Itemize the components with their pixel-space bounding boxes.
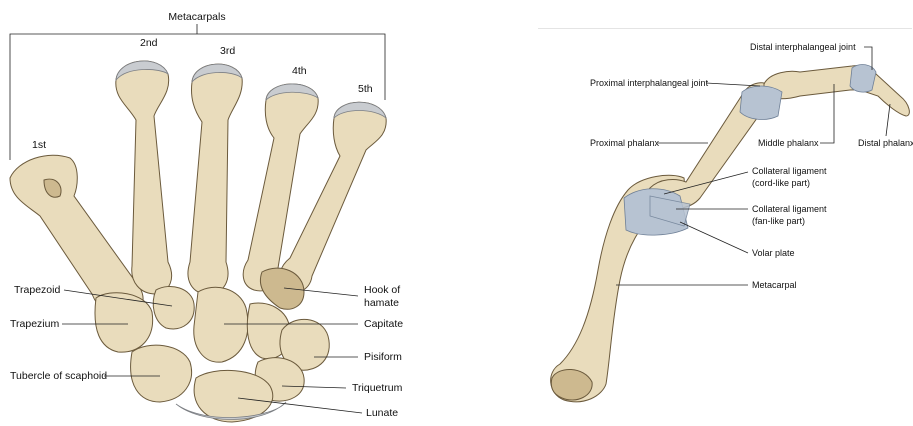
distal-phalanx-leader [886,104,890,136]
pip-collateral-ligament [740,86,782,119]
lunate-label: Lunate [366,407,398,419]
triquetrum-label: Triquetrum [352,382,403,394]
trapezium-label: Trapezium [10,318,59,330]
metacarpal-label: Metacarpal [752,280,797,290]
left-panel-hand-bones: Metacarpals 1st 2nd 3rd 4th 5th [10,11,403,422]
metacarpals-label: Metacarpals [168,11,225,23]
proximal-phalanx-label: Proximal phalanx [590,138,660,148]
collateral-ligament-fan-label-line1: Collateral ligament [752,204,827,214]
right-panel-frame [538,28,912,29]
tubercle-of-scaphoid-label: Tubercle of scaphoid [10,370,107,382]
hook-of-hamate-label-line2: hamate [364,297,399,309]
digit-3rd-label: 3rd [220,45,235,57]
right-panel-finger: Distal interphalangeal joint Proximal in… [538,28,913,402]
volar-plate-label: Volar plate [752,248,795,258]
collateral-ligament-cord-label-line1: Collateral ligament [752,166,827,176]
metacarpal-2nd [116,61,172,294]
collateral-ligament-fan-label-line2: (fan-like part) [752,216,805,226]
metacarpal-base [551,369,592,400]
trapezoid-label: Trapezoid [14,284,60,296]
scaphoid-bone [131,345,192,402]
capitate-bone [194,287,248,362]
digit-1st-label: 1st [32,139,46,151]
proximal-interphalangeal-joint-label: Proximal interphalangeal joint [590,78,709,88]
digit-5th-label: 5th [358,83,373,95]
pisiform-label: Pisiform [364,351,402,363]
volar-plate-leader [680,222,748,253]
middle-phalanx-label: Middle phalanx [758,138,819,148]
capitate-label: Capitate [364,318,403,330]
trapezoid-bone [153,286,194,328]
digit-4th-label: 4th [292,65,307,77]
metacarpal-3rd [188,64,242,294]
collateral-ligament-cord-label-line2: (cord-like part) [752,178,810,188]
digit-2nd-label: 2nd [140,37,158,49]
hook-of-hamate-label-line1: Hook of [364,284,400,296]
distal-interphalangeal-joint-label: Distal interphalangeal joint [750,42,856,52]
distal-phalanx-label: Distal phalanx [858,138,913,148]
